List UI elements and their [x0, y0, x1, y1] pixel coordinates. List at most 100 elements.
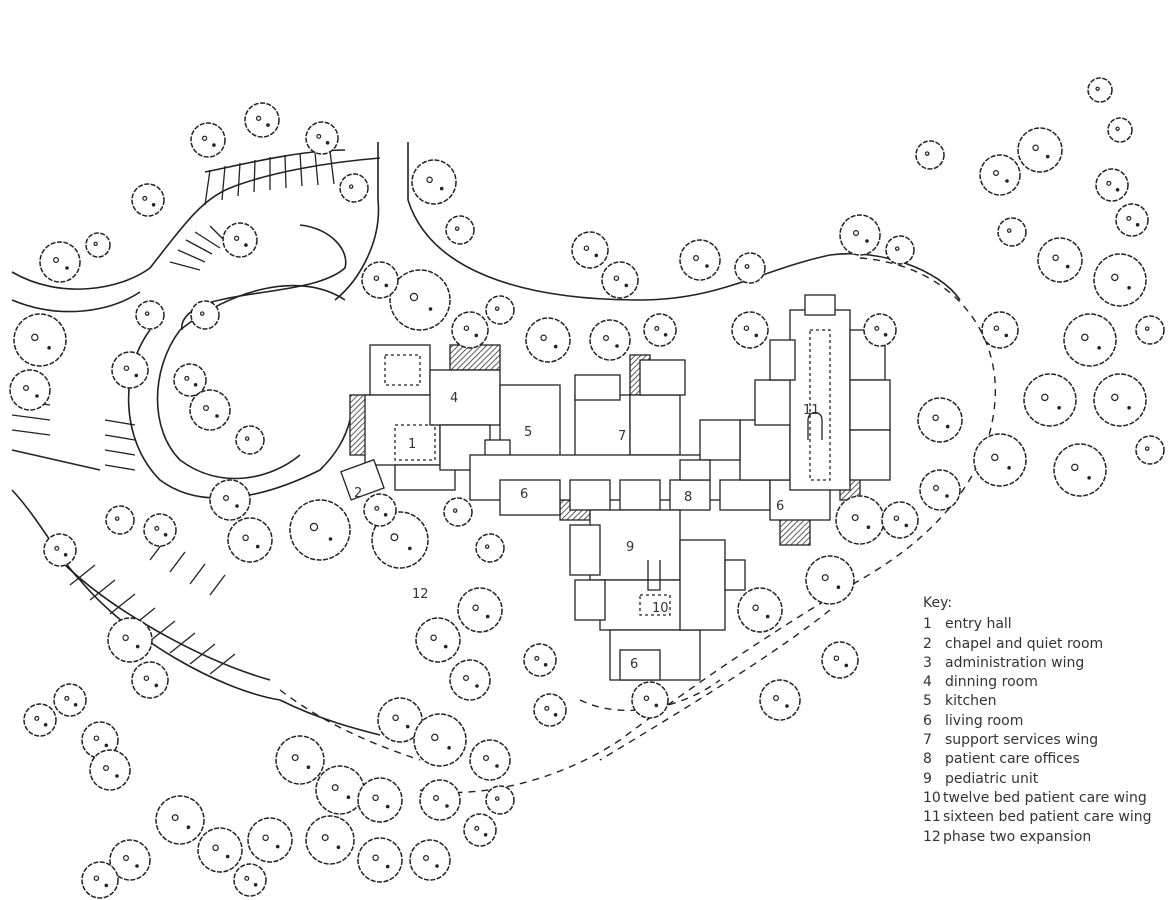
label-phase-two: 12: [412, 587, 429, 602]
tree-canopy: [981, 311, 1019, 349]
legend-item-number: 1: [923, 616, 932, 633]
tree-canopy: [111, 351, 149, 389]
tree-canopy: [451, 311, 489, 349]
tree-canopy: [233, 863, 267, 897]
tree-canopy: [135, 300, 165, 330]
tree-canopy: [1053, 443, 1107, 497]
tree-canopy: [821, 641, 859, 679]
tree-canopy: [997, 217, 1027, 247]
tree-canopy: [357, 777, 403, 823]
map-labels: 1 2 4 5 6 6 6 7 8 9 10 11 12: [354, 391, 820, 672]
tree-canopy: [357, 837, 403, 883]
tree-canopy: [173, 363, 207, 397]
tree-canopy: [589, 319, 631, 361]
tree-canopy: [917, 397, 963, 443]
tree-canopy: [915, 140, 945, 170]
tree-canopy: [389, 269, 451, 331]
legend-item-label: entry hall: [945, 616, 1012, 633]
parking-stalls: [11, 150, 335, 675]
tree-canopy: [209, 479, 251, 521]
legend-item-label: chapel and quiet room: [945, 635, 1104, 652]
legend-item-number: 12: [923, 828, 941, 845]
tree-canopy: [43, 533, 77, 567]
tree-canopy: [1087, 77, 1113, 103]
label-chapel: 2: [354, 486, 362, 501]
tree-canopy: [679, 239, 721, 281]
tree-canopy: [315, 765, 365, 815]
label-patient-care-offices: 8: [684, 490, 692, 505]
tree-canopy: [89, 749, 131, 791]
label-sixteen-bed-wing: 11: [803, 403, 820, 418]
tree-canopy: [863, 313, 897, 347]
legend-item-label: patient care offices: [945, 751, 1080, 768]
tree-canopy: [449, 659, 491, 701]
tree-canopy: [1107, 117, 1133, 143]
tree-canopy: [143, 513, 177, 547]
tree-canopy: [463, 813, 497, 847]
legend-title: Key:: [923, 595, 953, 611]
legend-item: 6 living room: [923, 712, 1163, 731]
tree-canopy: [631, 681, 669, 719]
tree-canopy: [247, 817, 293, 863]
tree-canopy: [305, 815, 355, 865]
tree-canopy: [445, 215, 475, 245]
tree-canopy: [835, 495, 885, 545]
legend-item-number: 6: [923, 712, 932, 729]
tree-canopy: [731, 311, 769, 349]
legend-item-label: administration wing: [945, 654, 1085, 671]
tree-canopy: [377, 697, 423, 743]
legend-item: 1 entry hall: [923, 615, 1163, 634]
roads: [11, 142, 961, 736]
legend-item-number: 8: [923, 751, 932, 768]
tree-canopy: [1135, 315, 1165, 345]
tree-canopy: [759, 679, 801, 721]
tree-canopy: [339, 173, 369, 203]
tree-canopy: [973, 433, 1027, 487]
tree-canopy: [1037, 237, 1083, 283]
tree-canopy: [81, 861, 119, 899]
tree-canopy: [1093, 373, 1147, 427]
tree-canopy: [419, 779, 461, 821]
tree-canopy: [371, 511, 429, 569]
tree-canopy: [189, 389, 231, 431]
tree-canopy: [289, 499, 351, 561]
label-living-room-b: 6: [776, 499, 784, 514]
tree-canopy: [1093, 253, 1147, 307]
tree-canopy: [533, 693, 567, 727]
tree-canopy: [475, 533, 505, 563]
tree-canopy: [23, 703, 57, 737]
tree-canopy: [131, 183, 165, 217]
tree-canopy: [485, 785, 515, 815]
tree-canopy: [525, 317, 571, 363]
legend-item-label: support services wing: [945, 732, 1099, 749]
tree-canopy: [109, 839, 151, 881]
label-living-room-c: 6: [630, 657, 638, 672]
tree-canopy: [409, 839, 451, 881]
tree-canopy: [107, 617, 153, 663]
legend-item-label: dinning room: [945, 674, 1038, 691]
label-pediatric-unit: 9: [626, 540, 634, 555]
tree-canopy: [275, 735, 325, 785]
label-dining-room: 4: [450, 391, 458, 406]
tree-canopy: [39, 241, 81, 283]
label-living-room-a: 6: [520, 487, 528, 502]
legend-item-label: pediatric unit: [945, 770, 1039, 787]
tree-canopy: [105, 505, 135, 535]
tree-canopy: [13, 313, 67, 367]
tree-canopy: [197, 827, 243, 873]
tree-canopy: [457, 587, 503, 633]
tree-canopy: [1023, 373, 1077, 427]
label-support-services: 7: [618, 429, 626, 444]
legend-item-number: 2: [923, 635, 932, 652]
tree-canopy: [155, 795, 205, 845]
legend-item: 2 chapel and quiet room: [923, 635, 1163, 654]
tree-canopy: [53, 683, 87, 717]
legend-item-label: living room: [945, 712, 1024, 729]
legend-item-number: 4: [923, 674, 932, 691]
legend-item-label: phase two expansion: [943, 828, 1092, 845]
